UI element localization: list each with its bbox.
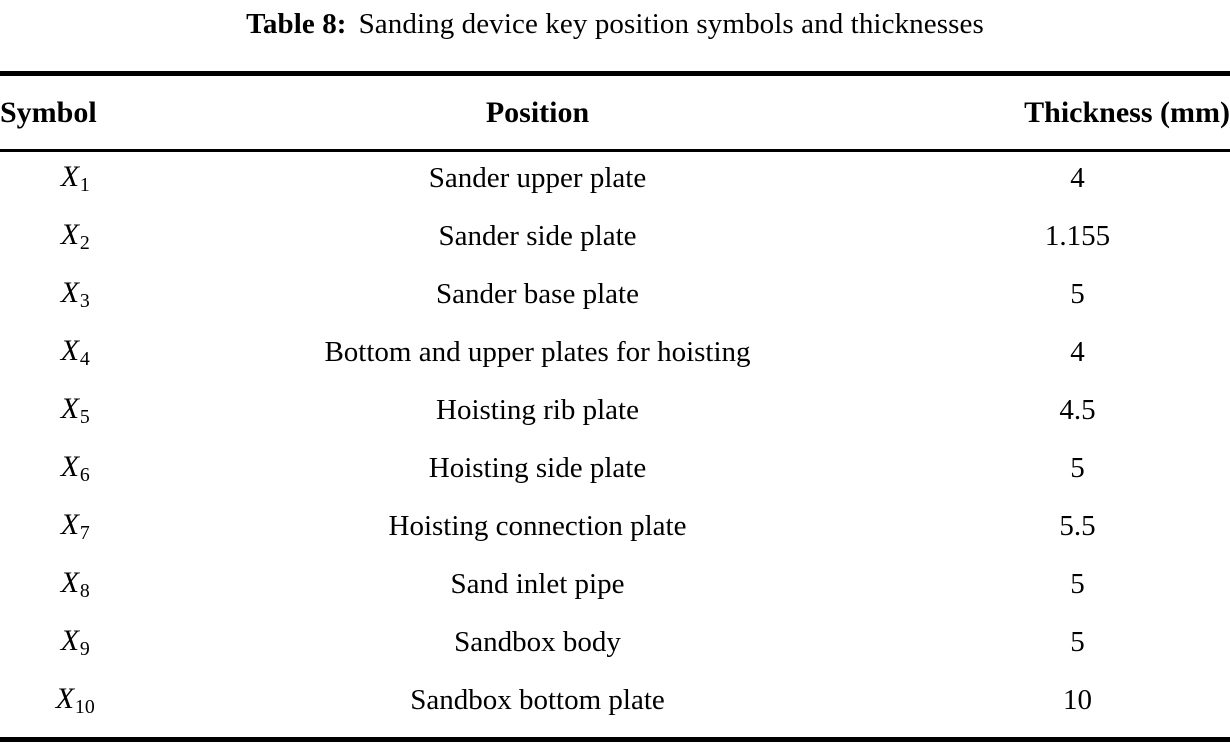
cell-thickness: 5.5 [1059,510,1096,542]
symbol-math: X1 [60,159,90,197]
caption-label: Table 8: [246,8,347,40]
symbol-subscript: 7 [79,522,90,545]
table-header-rule [0,149,1230,152]
cell-position: Sander base plate [436,278,639,310]
cell-symbol: X2 [0,207,150,265]
symbol-base: X [60,507,80,541]
symbol-base: X [60,623,80,657]
symbol-base: X [60,565,80,599]
symbol-math: X2 [60,217,90,255]
cell-thickness: 5 [1070,568,1085,600]
cell-symbol: X6 [0,439,150,497]
symbol-math: X4 [60,333,90,371]
cell-thickness: 5 [1070,626,1085,658]
cell-symbol: X9 [0,613,150,671]
table-row: X7 Hoisting connection plate 5.5 [0,497,1230,555]
cell-symbol: X1 [0,149,150,207]
symbol-base: X [60,449,80,483]
cell-symbol: X10 [0,671,150,729]
table-caption: Table 8: Sanding device key position sym… [0,0,1230,48]
symbol-base: X [60,217,80,251]
cell-position: Hoisting side plate [428,452,647,484]
table-row: X5 Hoisting rib plate 4.5 [0,381,1230,439]
cell-position: Sander upper plate [428,162,647,194]
cell-symbol: X7 [0,497,150,555]
cell-symbol: X8 [0,555,150,613]
cell-symbol: X4 [0,323,150,381]
cell-thickness: 1.155 [1044,220,1111,252]
symbol-math: X6 [60,449,90,487]
symbol-math: X8 [60,565,90,603]
symbol-subscript: 4 [79,348,90,371]
symbol-base: X [60,159,80,193]
table-row: X9 Sandbox body 5 [0,613,1230,671]
column-header-thickness: Thickness (mm) [1024,95,1230,129]
table-top-rule [0,71,1230,76]
symbol-subscript: 6 [79,464,90,487]
symbol-math: X3 [60,275,90,313]
table-row: X2 Sander side plate 1.155 [0,207,1230,265]
cell-position: Hoisting rib plate [436,394,639,426]
symbol-subscript: 1 [79,174,90,197]
header-row: Symbol Position Thickness (mm) [0,76,1230,149]
symbol-subscript: 10 [74,696,96,719]
table-row: X8 Sand inlet pipe 5 [0,555,1230,613]
column-header-position: Position [485,95,590,129]
symbol-subscript: 3 [79,290,90,313]
symbol-base: X [60,333,80,367]
cell-symbol: X3 [0,265,150,323]
cell-position: Hoisting connection plate [388,510,687,542]
symbol-math: X9 [60,623,90,661]
cell-position: Sander side plate [438,220,637,252]
symbol-math: X7 [60,507,90,545]
table-header: Symbol Position Thickness (mm) [0,76,1230,149]
symbol-math: X10 [55,681,96,719]
symbol-subscript: 2 [79,232,90,255]
cell-symbol: X5 [0,381,150,439]
cell-thickness: 5 [1070,278,1085,310]
symbol-base: X [55,681,75,715]
cell-position: Bottom and upper plates for hoisting [324,336,751,368]
symbol-subscript: 8 [79,580,90,603]
symbol-math: X5 [60,391,90,429]
cell-thickness: 5 [1070,452,1085,484]
cell-position: Sandbox bottom plate [410,684,665,716]
symbol-base: X [60,391,80,425]
symbol-subscript: 5 [79,406,90,429]
table-row: X6 Hoisting side plate 5 [0,439,1230,497]
cell-position: Sandbox body [454,626,621,658]
table-row: X1 Sander upper plate 4 [0,149,1230,207]
cell-thickness: 4.5 [1059,394,1096,426]
cell-thickness: 10 [1063,684,1092,716]
cell-thickness: 4 [1070,336,1085,368]
symbol-base: X [60,275,80,309]
cell-thickness: 4 [1070,162,1085,194]
symbol-subscript: 9 [79,638,90,661]
column-header-symbol: Symbol [0,95,97,129]
cell-position: Sand inlet pipe [450,568,625,600]
caption-text: Sanding device key position symbols and … [358,8,984,40]
table-bottom-rule [0,737,1230,742]
table-row: X3 Sander base plate 5 [0,265,1230,323]
